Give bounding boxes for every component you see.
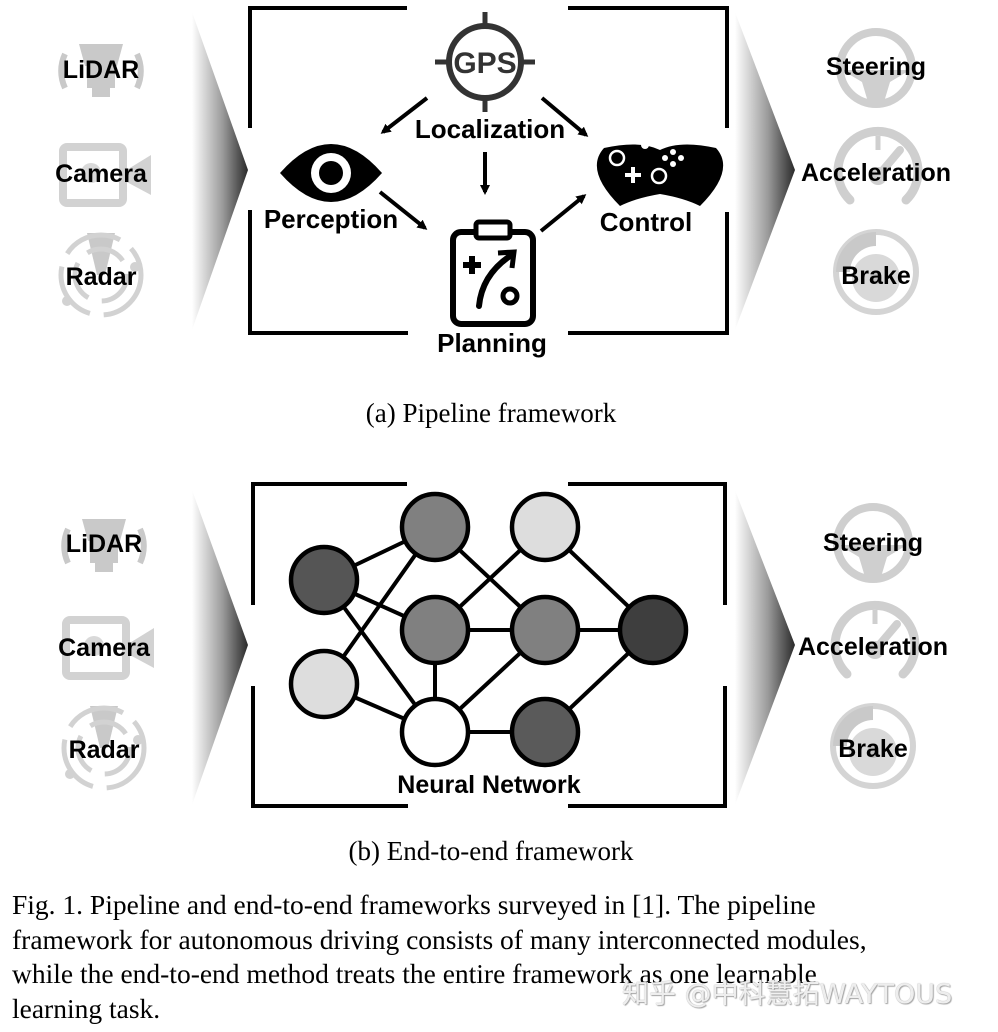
network-node-n7 bbox=[509, 594, 581, 666]
network-node-n6 bbox=[509, 491, 581, 563]
panel-a-inputs: LiDAR Camera Radar bbox=[55, 44, 151, 315]
panel-b-caption: (b) End-to-end framework bbox=[349, 836, 634, 866]
network-node-n3 bbox=[399, 491, 471, 563]
pipeline-frame bbox=[248, 6, 729, 335]
network-node-n8 bbox=[509, 696, 581, 768]
module-planning: Planning bbox=[437, 328, 547, 358]
edge-planning-control bbox=[539, 194, 587, 233]
panel-b-inputs: LiDAR Camera Radar bbox=[58, 519, 154, 788]
edge-localization-perception bbox=[380, 96, 429, 134]
panel-a: LiDAR Camera Radar GPS Localization bbox=[55, 6, 951, 428]
panel-b: LiDAR Camera Radar Neural Network Steeri… bbox=[58, 482, 948, 866]
module-perception: Perception bbox=[264, 204, 398, 234]
output-label-brake: Brake bbox=[838, 735, 908, 763]
network-node-n4 bbox=[399, 594, 471, 666]
network-nodes bbox=[288, 491, 689, 768]
network-node-n9 bbox=[617, 594, 689, 666]
figure-caption-line: while the end-to-end method treats the e… bbox=[12, 958, 817, 989]
figure-caption: Fig. 1. Pipeline and end-to-end framewor… bbox=[12, 888, 986, 1026]
input-label-camera: Camera bbox=[55, 160, 148, 188]
watermark: 知乎 @中科慧拓WAYTOUS bbox=[622, 979, 953, 1010]
output-label-acceleration: Acceleration bbox=[801, 159, 951, 187]
network-frame bbox=[251, 482, 727, 808]
input-label-lidar: LiDAR bbox=[63, 56, 139, 84]
gps-icon: GPS bbox=[435, 12, 535, 112]
pipeline-edges bbox=[378, 96, 589, 233]
eye-icon bbox=[280, 144, 382, 202]
output-label-steering: Steering bbox=[826, 53, 926, 81]
input-flow-arrow bbox=[192, 490, 248, 805]
module-localization: Localization bbox=[415, 114, 565, 144]
network-edges bbox=[322, 525, 655, 734]
output-label-acceleration: Acceleration bbox=[798, 633, 948, 661]
output-label-steering: Steering bbox=[823, 529, 923, 557]
network-node-n5 bbox=[399, 696, 471, 768]
gamepad-icon bbox=[596, 141, 724, 206]
network-node-n1 bbox=[288, 544, 360, 616]
network-node-n2 bbox=[288, 648, 360, 720]
gps-badge-text: GPS bbox=[453, 47, 516, 80]
figure-caption-line: framework for autonomous driving consist… bbox=[12, 923, 867, 955]
output-label-brake: Brake bbox=[841, 262, 911, 290]
edge-localization-control bbox=[540, 96, 589, 137]
neural-network-label: Neural Network bbox=[397, 771, 580, 799]
module-control: Control bbox=[600, 207, 692, 237]
input-label-radar: Radar bbox=[66, 263, 137, 291]
edge-perception-planning bbox=[378, 190, 428, 230]
clipboard-plan-icon bbox=[450, 219, 536, 327]
input-label-radar: Radar bbox=[69, 736, 140, 764]
panel-a-outputs: Steering Acceleration Brake bbox=[801, 32, 951, 312]
output-flow-arrow bbox=[735, 490, 795, 805]
input-label-camera: Camera bbox=[58, 634, 151, 662]
output-flow-arrow bbox=[735, 12, 795, 330]
figure-caption-line: Fig. 1. Pipeline and end-to-end framewor… bbox=[12, 889, 816, 920]
figure-caption-line: learning task. bbox=[12, 992, 161, 1024]
input-flow-arrow bbox=[192, 12, 248, 330]
input-label-lidar: LiDAR bbox=[66, 530, 142, 558]
panel-a-caption: (a) Pipeline framework bbox=[366, 398, 617, 428]
panel-b-outputs: Steering Acceleration Brake bbox=[798, 507, 948, 786]
